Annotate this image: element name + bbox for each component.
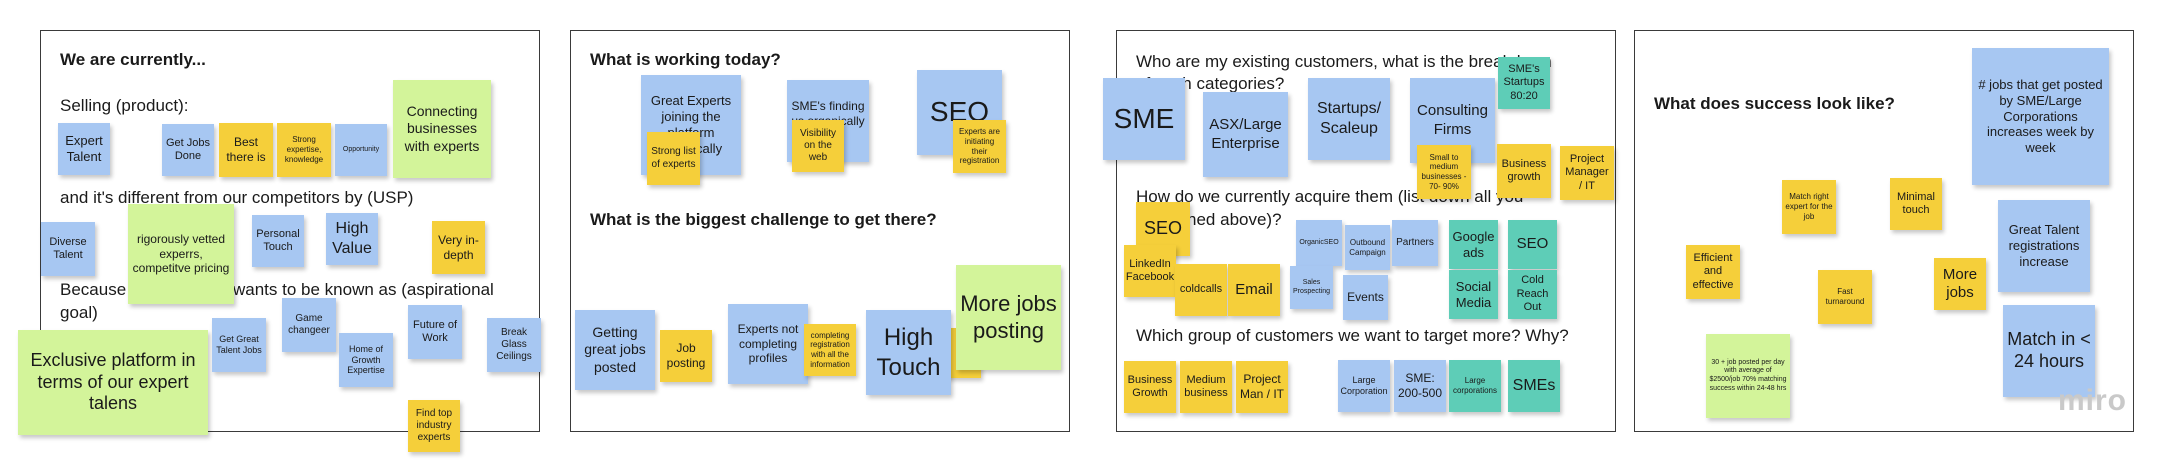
sticky-note-rigorously-vetted[interactable]: rigorously vetted experrs, competitve pr… [128, 204, 234, 304]
sticky-note-startups-scaleup[interactable]: Startups/ Scaleup [1308, 78, 1390, 160]
question-existing-customers: Who are my existing customers, what is t… [1136, 52, 1552, 71]
sticky-note-match-24-hours[interactable]: Match in < 24 hours [2003, 305, 2095, 397]
sticky-note-email[interactable]: Email [1228, 264, 1280, 316]
sticky-note-find-top-industry[interactable]: Find top industry experts [408, 400, 460, 452]
sticky-note-large-corporations[interactable]: Large corporations [1449, 360, 1501, 412]
sticky-note-high-value[interactable]: High Value [326, 213, 378, 265]
sticky-note-getting-great-jobs[interactable]: Getting great jobs posted [575, 310, 655, 390]
sticky-note-minimal-touch[interactable]: Minimal touch [1890, 178, 1942, 230]
sticky-note-project-manager[interactable]: Project Manager / IT [1560, 146, 1614, 200]
sticky-note-visibility[interactable]: Visibility on the web [792, 120, 844, 172]
aspirational-label: wants to be known as (aspirational [233, 280, 494, 299]
frame-2-title: What is working today? [590, 50, 781, 69]
sticky-note-connecting-businesses[interactable]: Connecting businesses with experts [393, 80, 491, 178]
sticky-note-sales-prospecting[interactable]: Sales Prospecting [1290, 266, 1333, 309]
sticky-note-match-right[interactable]: Match right expert for the job [1782, 180, 1836, 234]
sticky-note-diverse-talent[interactable]: Diverse Talent [41, 222, 95, 276]
frame-4-title: What does success look like? [1654, 94, 1895, 113]
sticky-note-smes[interactable]: SMEs [1508, 360, 1560, 412]
sticky-note-completing-registration[interactable]: completing registration with all the inf… [804, 324, 856, 376]
sticky-note-game-changeer[interactable]: Game changeer [282, 298, 336, 352]
goal-label: goal) [60, 303, 98, 322]
sticky-note-cold-reach-out[interactable]: Cold Reach Out [1508, 270, 1557, 319]
sticky-note-social-media[interactable]: Social Media [1449, 270, 1498, 319]
sticky-note-experts-not-completing[interactable]: Experts not completing profiles [728, 304, 808, 384]
sticky-note-large-corporation[interactable]: Large Corporation [1338, 360, 1390, 412]
sticky-note-exclusive-platform[interactable]: Exclusive platform in terms of our exper… [18, 330, 208, 435]
sticky-note-more-jobs-posting[interactable]: More jobs posting [956, 265, 1061, 370]
sticky-note-small-to-medium[interactable]: Small to medium businesses - 70- 90% [1417, 145, 1471, 199]
sticky-note-linkedin-facebook[interactable]: LinkedIn Facebook [1124, 245, 1176, 297]
sticky-note-events[interactable]: Events [1343, 275, 1388, 320]
sticky-note-very-in-depth[interactable]: Very in-depth [432, 221, 485, 274]
sticky-note-great-talent-registrations[interactable]: Great Talent registrations increase [1998, 200, 2090, 292]
sticky-note-strong-list[interactable]: Strong list of experts [647, 132, 700, 185]
sticky-note-best-there-is[interactable]: Best there is [219, 123, 273, 177]
sticky-note-asx-large[interactable]: ASX/Large Enterprise [1203, 92, 1288, 177]
sticky-note-medium-business[interactable]: Medium business [1180, 361, 1232, 413]
sticky-note-sme-200-500[interactable]: SME: 200-500 [1394, 360, 1446, 412]
sticky-note-business-growth-target[interactable]: Business Growth [1124, 361, 1176, 413]
sticky-note-more-jobs[interactable]: More jobs [1934, 258, 1986, 310]
sticky-note-30-jobs-posted[interactable]: 30 + job posted per day with average of … [1706, 334, 1790, 418]
sticky-note-outbound-campaign[interactable]: Outbound Campaign [1345, 225, 1390, 270]
sticky-note-expert-talent[interactable]: Expert Talent [58, 123, 110, 175]
sticky-note-great-experts[interactable]: Great Experts joining the platform organ… [641, 75, 741, 175]
sticky-note-get-great-talent-jobs[interactable]: Get Great Talent Jobs [212, 318, 266, 372]
sticky-note-opportunity[interactable]: Opportunity [335, 124, 387, 176]
sticky-note-coldcalls[interactable]: coldcalls [1175, 264, 1227, 316]
frame-1-title: We are currently... [60, 50, 206, 69]
sticky-note-experts-initiating[interactable]: Experts are initiating their registratio… [953, 120, 1006, 173]
sticky-note-fast-turnaround[interactable]: Fast turnaround [1818, 270, 1872, 324]
sticky-note-home-of-growth[interactable]: Home of Growth Expertise [339, 333, 393, 387]
sticky-note-business-growth[interactable]: Business growth [1497, 144, 1551, 198]
sticky-note-efficient-effective[interactable]: Efficient and effective [1686, 245, 1740, 299]
sticky-note-google-ads[interactable]: Google ads [1449, 220, 1498, 269]
sticky-note-jobs-posted[interactable]: # jobs that get posted by SME/Large Corp… [1972, 48, 2109, 185]
sticky-note-high-touch[interactable]: High Touch [866, 310, 951, 395]
frame-2-subtitle: What is the biggest challenge to get the… [590, 210, 937, 229]
sticky-note-project-man-it[interactable]: Project Man / IT [1236, 361, 1288, 413]
because-label: Because [60, 280, 127, 299]
usp-label: and it's different from our competitors … [60, 188, 414, 207]
sticky-note-partners[interactable]: Partners [1392, 220, 1438, 266]
sticky-note-personal-touch[interactable]: Personal Touch [252, 215, 304, 267]
sticky-note-seo-teal[interactable]: SEO [1508, 220, 1557, 269]
sticky-note-sme[interactable]: SME [1103, 78, 1185, 160]
sticky-note-get-jobs-done[interactable]: Get Jobs Done [162, 124, 214, 176]
sticky-note-organic-seo[interactable]: OrganicSEO [1296, 220, 1342, 266]
sticky-note-sme-startups-ratio[interactable]: SME's Startups 80:20 [1498, 57, 1550, 109]
question-target-more: Which group of customers we want to targ… [1136, 326, 1569, 345]
sticky-note-future-of-work[interactable]: Future of Work [408, 305, 462, 359]
sticky-note-job-posting[interactable]: Job posting [660, 330, 712, 382]
sticky-note-break-glass[interactable]: Break Glass Ceilings [487, 318, 541, 372]
sticky-note-strong-expertise[interactable]: Strong expertise, knowledge [277, 123, 331, 177]
miro-watermark: miro [2058, 384, 2128, 417]
selling-label: Selling (product): [60, 96, 189, 115]
